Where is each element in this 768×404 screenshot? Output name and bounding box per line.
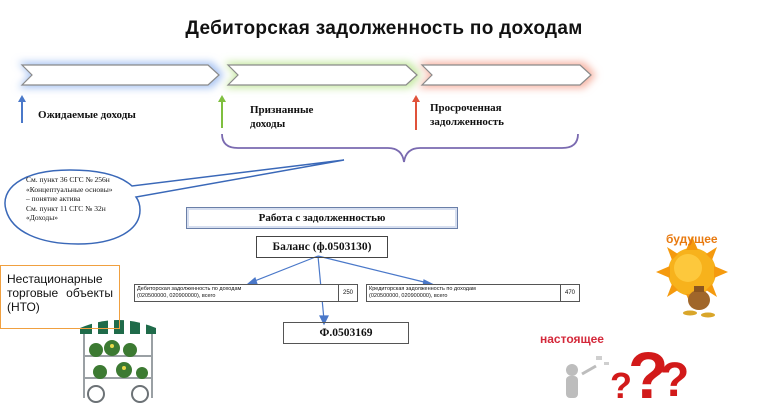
stage-arrow-expected (18, 62, 224, 88)
account-receivable-row: Дебиторская задолженность по доходам (02… (134, 284, 358, 302)
svg-text:?: ? (610, 365, 632, 404)
stage-label-expected: Ожидаемые доходы (38, 109, 136, 121)
form-0503169-box: Ф.0503169 (283, 322, 409, 344)
page-title: Дебиторская задолженность по доходам (185, 18, 583, 39)
future-label: будущее (666, 232, 718, 246)
sun-icon (656, 236, 728, 308)
balance-form-box: Баланс (ф.0503130) (256, 236, 388, 258)
indicator-arrow-green (218, 95, 226, 128)
work-with-debt-box: Работа с задолженностью (186, 207, 458, 229)
callout-text: См. пункт 36 СГС № 256н «Концептуальные … (26, 175, 113, 222)
present-label: настоящее (540, 332, 604, 346)
stage-arrow-recognized (224, 62, 422, 88)
account-payable-row: Кредиторская задолженность по доходам (0… (366, 284, 580, 302)
account-receivable-code: 250 (338, 285, 357, 301)
svg-text:?: ? (628, 338, 668, 404)
svg-text:?: ? (660, 354, 689, 404)
curly-brace (221, 133, 579, 163)
nto-box: Нестационарные торговые объекты (НТО) (0, 265, 120, 329)
indicator-arrow-blue (18, 95, 26, 123)
stage-label-recognized: Признанные доходы (250, 104, 314, 130)
stage-arrow-overdue (418, 62, 596, 88)
kiosk-cart-icon (80, 320, 156, 403)
money-bag-icon (683, 286, 715, 318)
indicator-arrow-red (412, 95, 420, 130)
account-payable-code: 470 (560, 285, 579, 301)
figure-icon (566, 356, 609, 398)
stage-label-overdue: Просроченная задолженность (430, 102, 505, 128)
question-marks-icon: ? ? ? (610, 338, 689, 404)
callout-bubble (4, 159, 345, 245)
